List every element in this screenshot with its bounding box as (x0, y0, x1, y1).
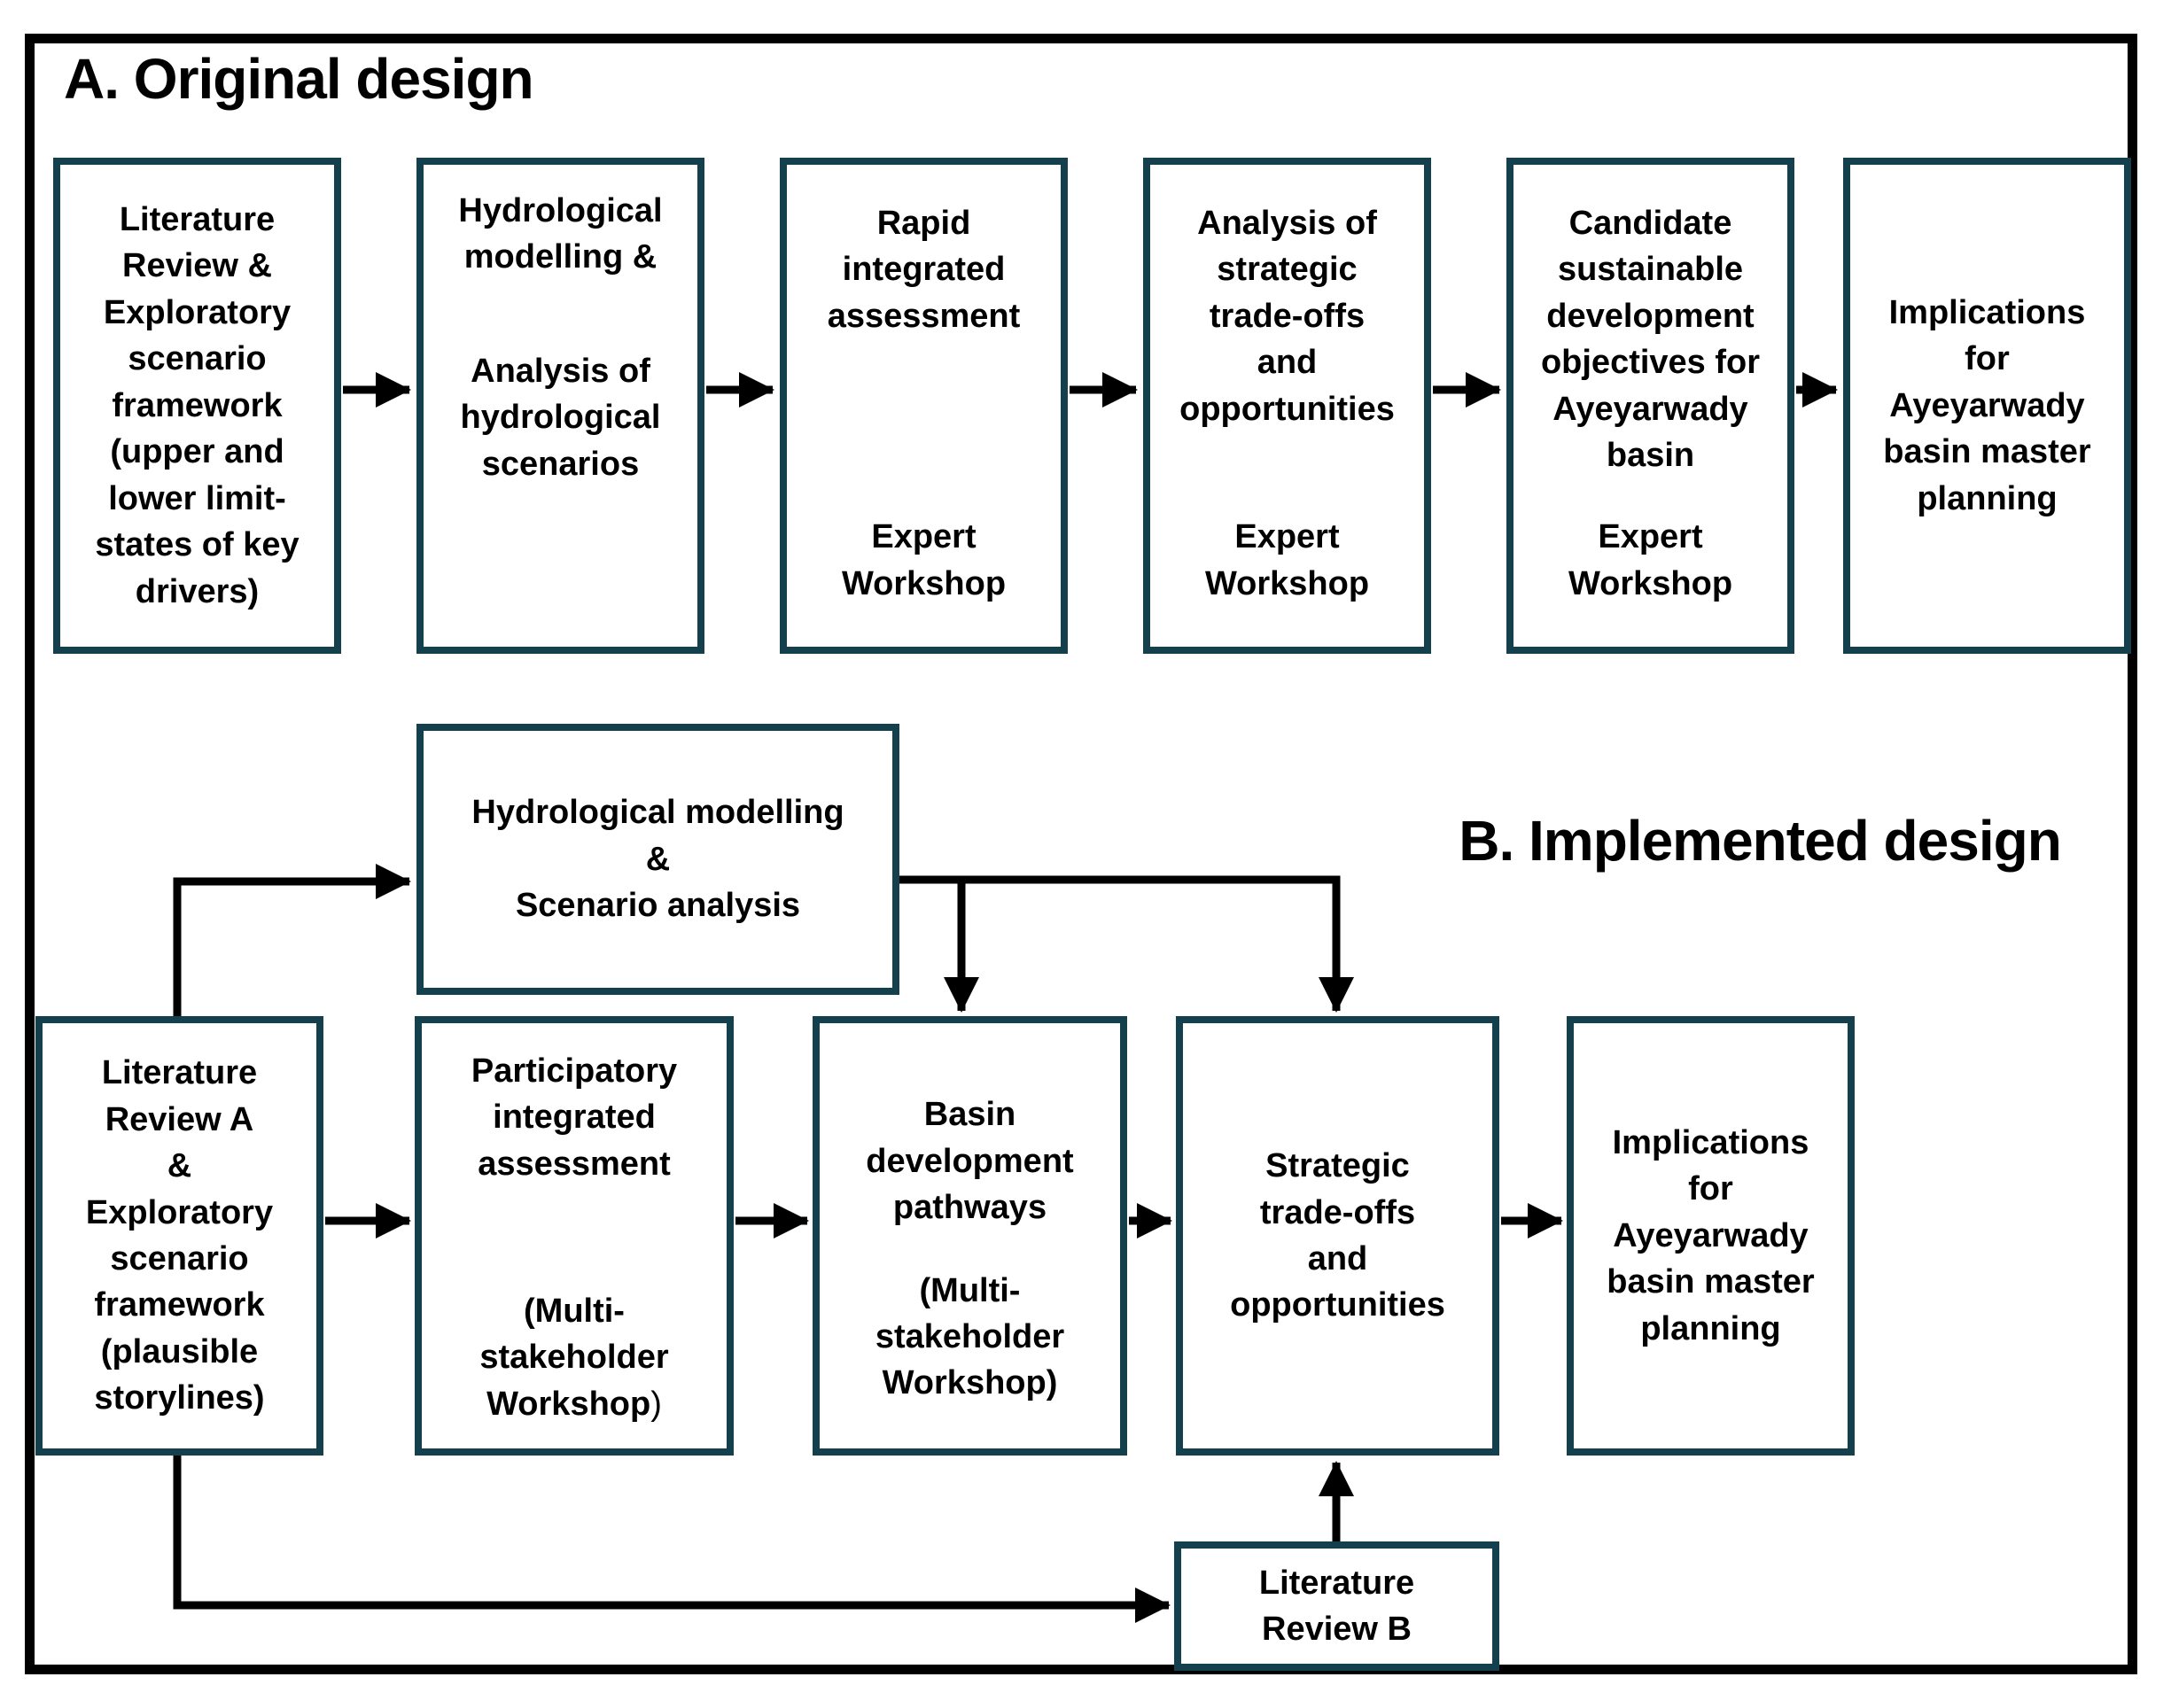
box-subtext: (Multi- stakeholder Workshop) (479, 1292, 669, 1423)
box-text: Strategic trade-offs and opportunities (1230, 1147, 1445, 1324)
box-b-strategic-tradeoffs-opportunities: Strategic trade-offs and opportunities (1176, 1016, 1499, 1456)
box-text: Analysis of strategic trade-offs and opp… (1179, 205, 1395, 428)
box-text: Candidate sustainable development object… (1540, 205, 1761, 475)
box-b-literature-review-a: Literature Review A & Exploratory scenar… (35, 1016, 323, 1456)
box-text: Rapid integrated assessment (827, 205, 1021, 335)
box-text: Literature Review A & Exploratory scenar… (85, 1054, 274, 1417)
box-a-literature-review-exploratory: Literature Review & Exploratory scenario… (53, 158, 341, 654)
arrow-hydrology-to-strategic (898, 875, 1354, 1013)
box-subtext: (Multi- stakeholder Workshop) (875, 1271, 1065, 1402)
box-a-implications-master-planning: Implications for Ayeyarwady basin master… (1843, 158, 2131, 654)
box-text: Literature Review & Exploratory scenario… (95, 201, 300, 610)
box-text: Literature Review B (1258, 1564, 1415, 1648)
arrow-litreview-a-to-litreview-b (173, 1454, 1171, 1623)
figure-frame (25, 34, 2137, 1674)
box-subtext: Analysis of hydrological scenarios (460, 352, 661, 483)
box-a-strategic-tradeoffs-analysis: Analysis of strategic trade-offs and opp… (1143, 158, 1431, 654)
box-subtext: Expert Workshop (841, 518, 1007, 602)
box-a-candidate-development-objectives: Candidate sustainable development object… (1506, 158, 1794, 654)
box-text: Hydrological modelling & Scenario analys… (471, 794, 844, 925)
box-a-hydrological-modelling: Hydrological modelling & Analysis of hyd… (416, 158, 704, 654)
box-text: Hydrological modelling & (458, 192, 663, 276)
box-text: Participatory integrated assessment (471, 1052, 678, 1183)
arrow-litreview-a-to-hydrology (173, 864, 411, 1017)
section-b-title: B. Implemented design (1459, 809, 2062, 873)
box-b-literature-review-b: Literature Review B (1174, 1541, 1499, 1671)
box-b-implications-master-planning: Implications for Ayeyarwady basin master… (1567, 1016, 1855, 1456)
box-subtext: Expert Workshop (1568, 518, 1733, 602)
box-a-rapid-integrated-assessment: Rapid integrated assessment Expert Works… (780, 158, 1068, 654)
section-a-title: A. Original design (64, 47, 534, 111)
closing-paren: ) (650, 1385, 662, 1423)
box-b-participatory-integrated-assessment: Participatory integrated assessment (Mul… (415, 1016, 734, 1456)
box-text: Basin development pathways (866, 1096, 1074, 1226)
box-b-basin-development-pathways: Basin development pathways (Multi- stake… (813, 1016, 1127, 1456)
box-b-hydrological-modelling-scenario-analysis: Hydrological modelling & Scenario analys… (416, 724, 899, 995)
box-subtext: Expert Workshop (1204, 518, 1370, 602)
box-text: Implications for Ayeyarwady basin master… (1607, 1123, 1815, 1347)
box-text: Implications for Ayeyarwady basin master… (1883, 293, 2091, 517)
